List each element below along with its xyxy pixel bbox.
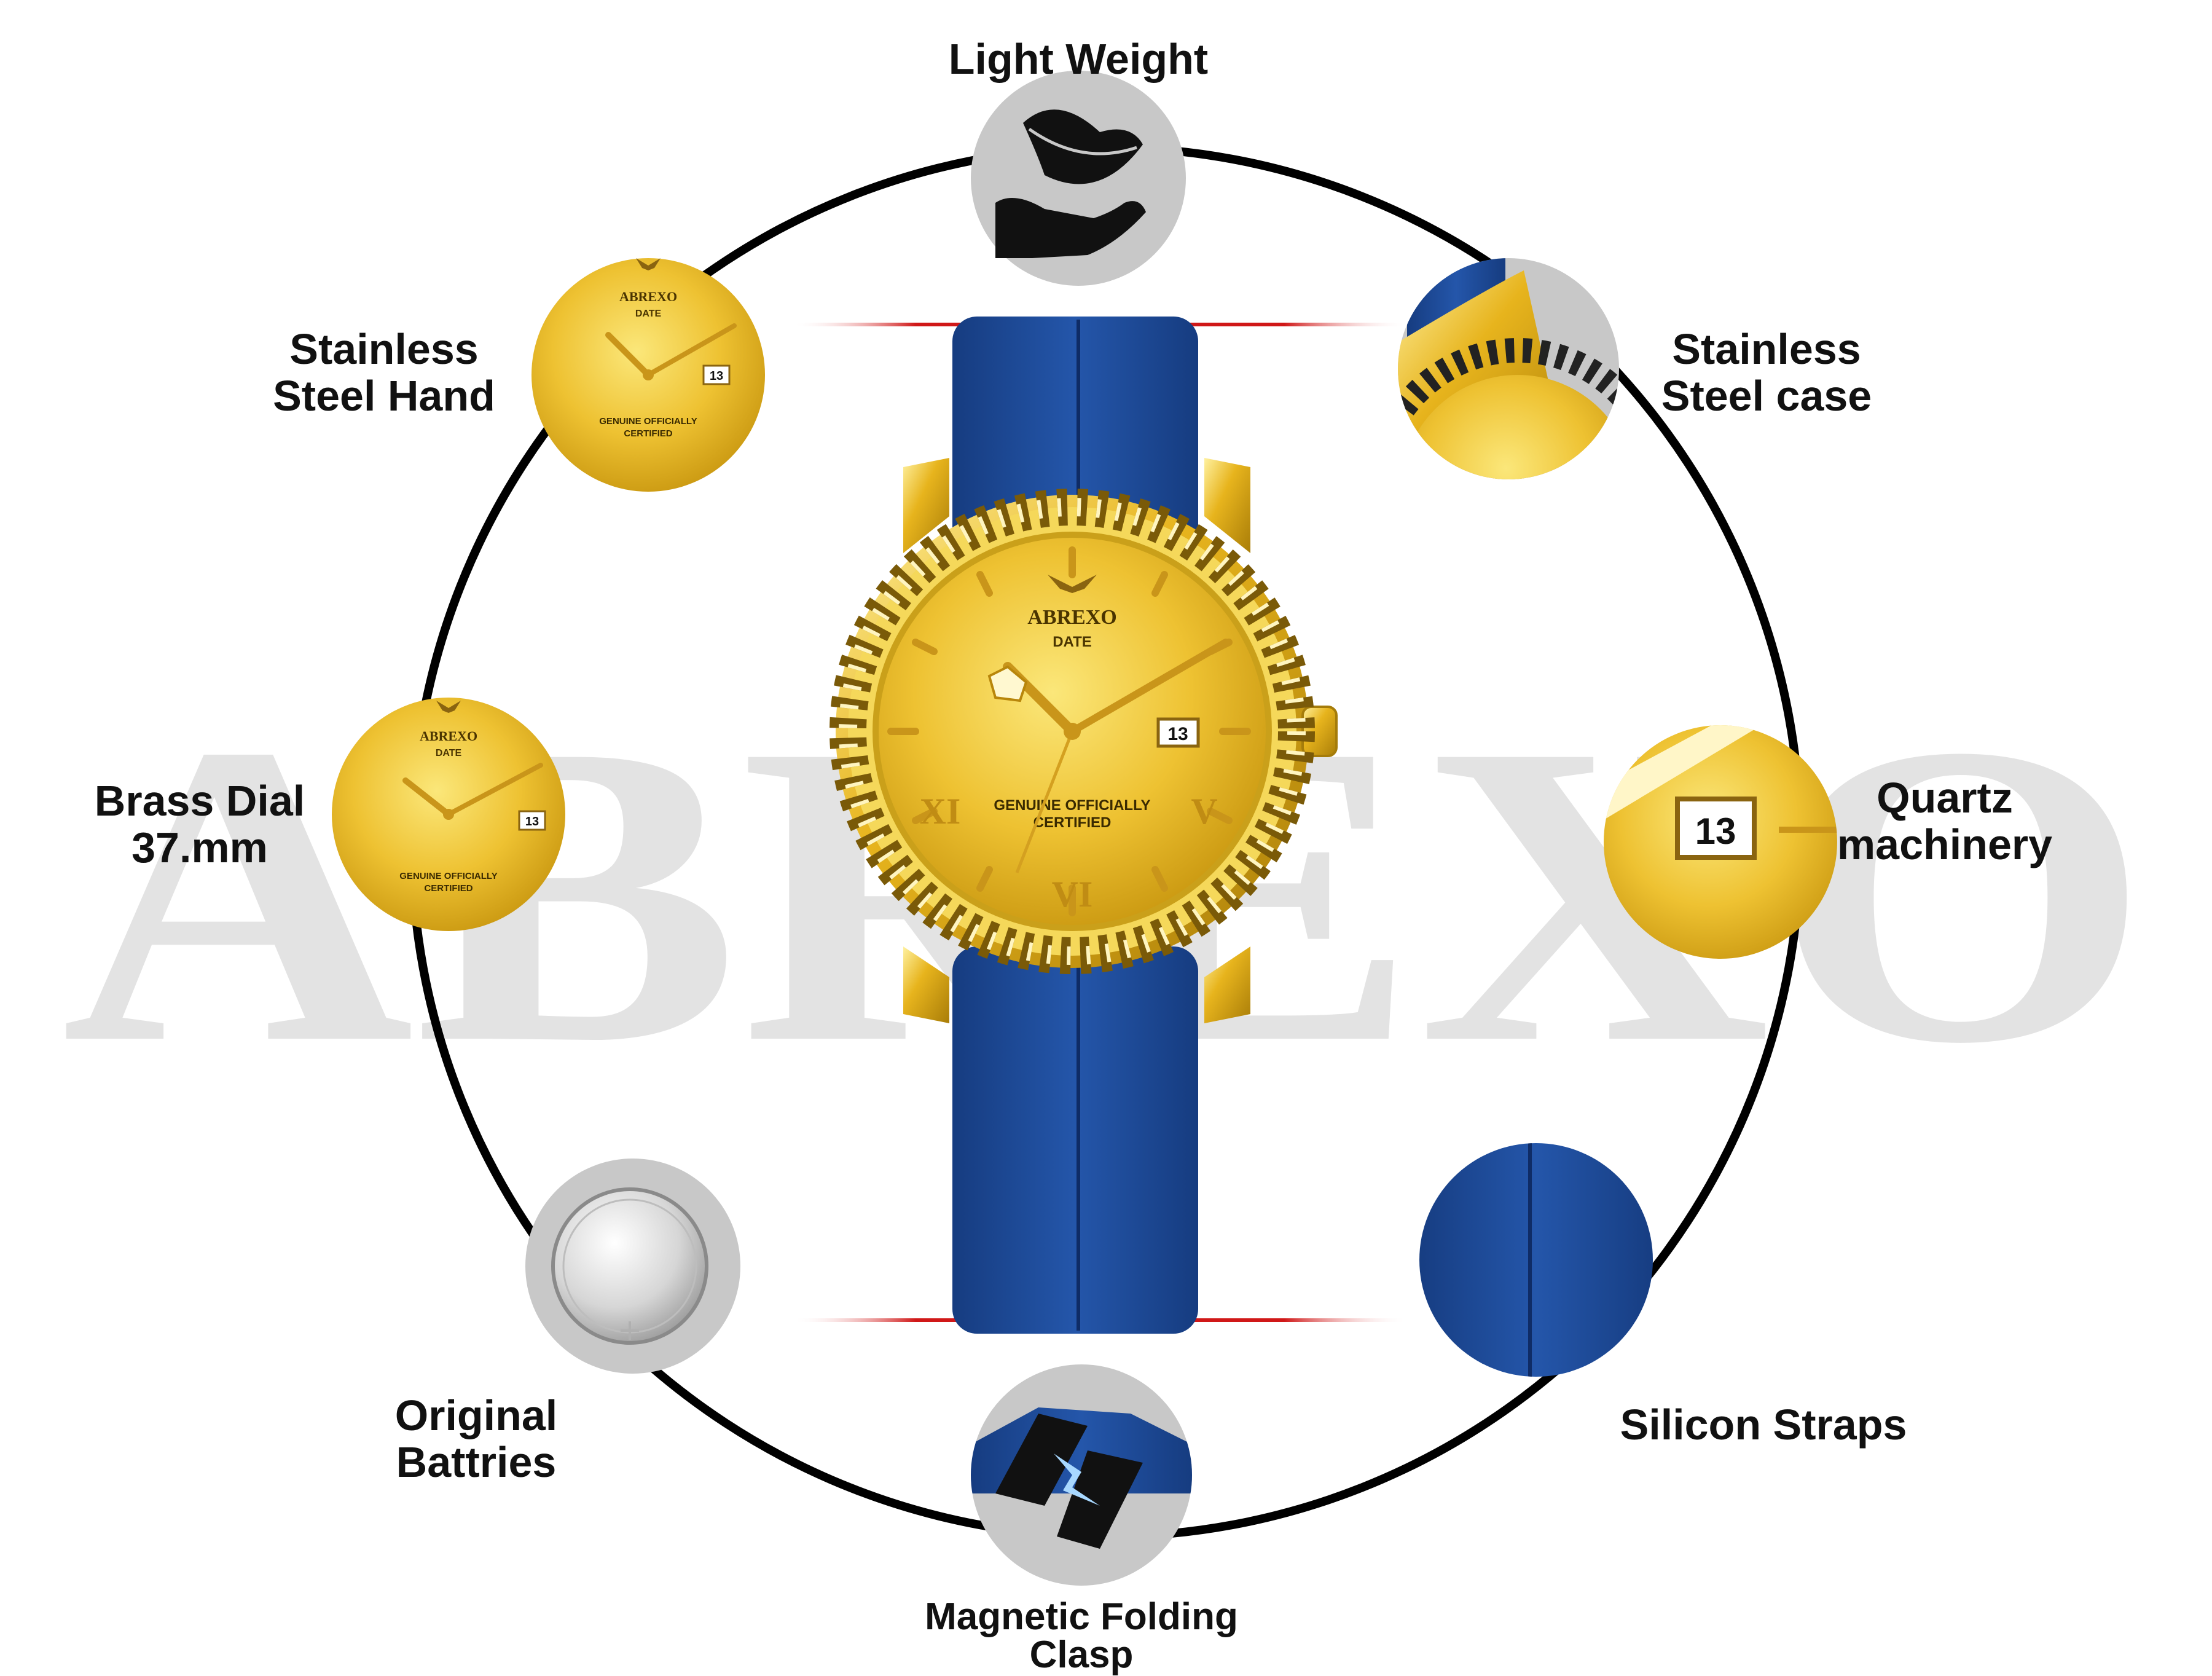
label-straps-line1: Silicon Straps [1620, 1401, 1907, 1449]
watch-hands [987, 639, 1230, 873]
dial-brand: ABREXO [1027, 606, 1116, 629]
label-straps: Silicon Straps [1585, 1401, 1942, 1448]
label-light-weight: Light Weight [909, 36, 1247, 82]
thumb1-cert-1: GENUINE OFFICIALLY [599, 416, 697, 427]
label-light-weight-line1: Light Weight [948, 35, 1209, 83]
thumb1-brand: ABREXO [619, 289, 677, 304]
battery-icon [551, 1187, 708, 1345]
dial-cert-2: CERTIFIED [1033, 814, 1112, 831]
thumb2-date: 13 [525, 815, 539, 828]
thumb2-sub: DATE [436, 748, 462, 758]
label-steel-case-line1: Stainless [1672, 325, 1861, 373]
label-steel-case-line2: Steel case [1661, 372, 1872, 420]
svg-text:VI: VI [1052, 874, 1093, 915]
clasp-icon [995, 1414, 1088, 1506]
thumb1-date: 13 [710, 369, 723, 383]
thumb2-brand: ABREXO [420, 728, 477, 744]
date-value: 13 [1167, 724, 1188, 744]
thumb2-cert-1: GENUINE OFFICIALLY [399, 871, 497, 881]
label-clasp: Magnetic Folding Clasp [860, 1598, 1303, 1674]
label-steel-hand-line1: Stainless [289, 325, 479, 373]
batteries-feature [525, 1159, 740, 1374]
label-brass-dial-line2: 37.mm [131, 824, 268, 871]
brass-dial-feature: ABREXO DATE GENUINE OFFICIALLY CERTIFIED… [332, 698, 565, 931]
label-clasp-line1: Magnetic Folding [925, 1595, 1238, 1638]
label-quartz: Quartz machinery [1806, 774, 2083, 868]
steel-case-feature [1398, 258, 1619, 479]
svg-text:XI: XI [920, 791, 961, 832]
label-batteries: Original Battries [338, 1392, 614, 1485]
quartz-date: 13 [1695, 811, 1736, 852]
lightning-icon [1054, 1454, 1100, 1506]
thumb2-cert-2: CERTIFIED [424, 883, 473, 894]
straps-feature [1419, 1143, 1653, 1377]
thumb1-sub: DATE [635, 309, 662, 319]
watch-main: XI V VI ABREXO DATE GENUINE OFFICIALLY C… [830, 317, 1338, 1334]
thumb1-cert-2: CERTIFIED [624, 428, 672, 439]
label-quartz-line1: Quartz [1877, 774, 2013, 822]
label-clasp-line2: Clasp [1029, 1634, 1134, 1676]
dial-cert-1: GENUINE OFFICIALLY [994, 797, 1150, 814]
hand-icon [995, 198, 1146, 258]
light-weight-feature [971, 71, 1186, 286]
label-quartz-line2: machinery [1837, 820, 2053, 868]
feather-icon [1023, 109, 1143, 184]
label-steel-hand: Stainless Steel Hand [246, 326, 522, 419]
steel-hand-feature: ABREXO DATE GENUINE OFFICIALLY CERTIFIED… [531, 258, 765, 492]
clasp-feature [971, 1364, 1192, 1586]
label-brass-dial: Brass Dial 37.mm [61, 777, 338, 871]
logo-wings [1048, 575, 1097, 593]
label-brass-dial-line1: Brass Dial [94, 777, 305, 825]
label-batteries-line1: Original [394, 1391, 558, 1439]
date-window [1156, 717, 1200, 748]
label-steel-hand-line2: Steel Hand [273, 372, 495, 420]
quartz-feature: 13 [1604, 725, 1837, 959]
label-batteries-line2: Battries [396, 1438, 557, 1486]
label-steel-case: Stainless Steel case [1628, 326, 1905, 419]
dial-sub: DATE [1053, 634, 1092, 650]
strap-bottom [952, 946, 1198, 1334]
svg-text:V: V [1191, 791, 1217, 832]
